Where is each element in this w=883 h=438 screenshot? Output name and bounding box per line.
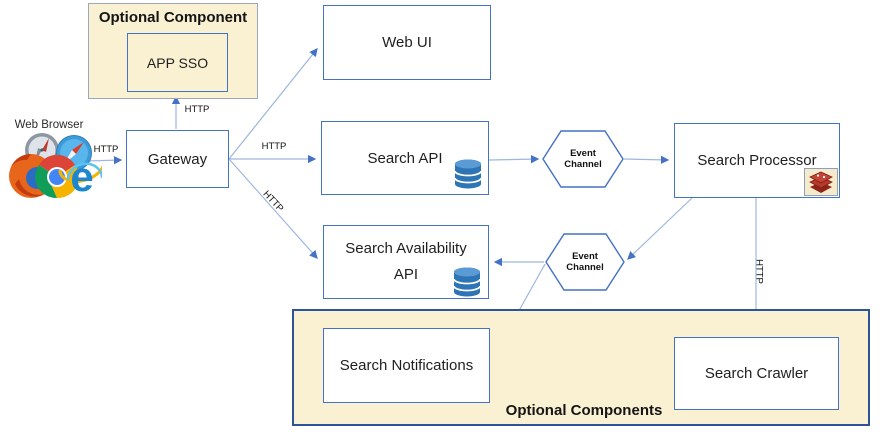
node-search-notifications: Search Notifications [323, 328, 490, 403]
event-channel-top-label: Event Channel [564, 148, 602, 170]
http-label-browser-gateway: HTTP [93, 144, 119, 155]
web-ui-label: Web UI [382, 34, 432, 51]
node-search-crawler: Search Crawler [674, 337, 839, 410]
search-availability-line1: Search Availability [345, 240, 467, 257]
web-browser-label: Web Browser [14, 119, 84, 131]
event-channel-bottom-hexagon [545, 233, 625, 291]
edge-gateway-webui [228, 48, 318, 160]
edge-gateway-availability [228, 158, 318, 259]
gateway-label: Gateway [147, 150, 208, 168]
event-channel-bottom-label: Event Channel [566, 251, 604, 273]
search-processor-label: Search Processor [697, 152, 817, 169]
database-cylinder-icon [453, 267, 481, 297]
search-notifications-label: Search Notifications [339, 357, 474, 374]
internet-explorer-icon: e [58, 153, 102, 200]
node-app-sso: APP SSO [127, 33, 228, 92]
svg-text:e: e [70, 153, 93, 200]
edge-browser-gateway [86, 156, 123, 165]
search-crawler-label: Search Crawler [704, 365, 809, 382]
http-label-gateway-searchapi: HTTP [261, 141, 287, 152]
edge-searchapi-eventchannel1 [488, 154, 540, 164]
http-label-gateway-appsso: HTTP [184, 104, 210, 115]
chrome-icon [35, 154, 79, 199]
node-gateway: Gateway [126, 130, 229, 188]
search-api-label: Search API [367, 149, 443, 167]
optional-components-title: Optional Components [505, 402, 663, 419]
http-label-processor-crawler: HTTP [753, 259, 765, 284]
redis-cache-icon [804, 168, 838, 196]
database-cylinder-icon [454, 159, 482, 189]
app-sso-label: APP SSO [146, 54, 209, 71]
optional-component-title: Optional Component [98, 9, 248, 26]
node-search-processor: Search Processor [674, 123, 840, 198]
search-availability-line2: API [393, 266, 419, 283]
edge-processor-eventchannel2 [627, 197, 693, 260]
event-channel-top-hexagon [542, 130, 624, 188]
node-search-availability-api: Search Availability API [323, 225, 489, 299]
edge-eventchannel1-processor [623, 155, 670, 165]
web-browser-icons: e [9, 133, 102, 200]
node-web-ui: Web UI [323, 5, 491, 80]
node-search-api: Search API [321, 121, 489, 195]
